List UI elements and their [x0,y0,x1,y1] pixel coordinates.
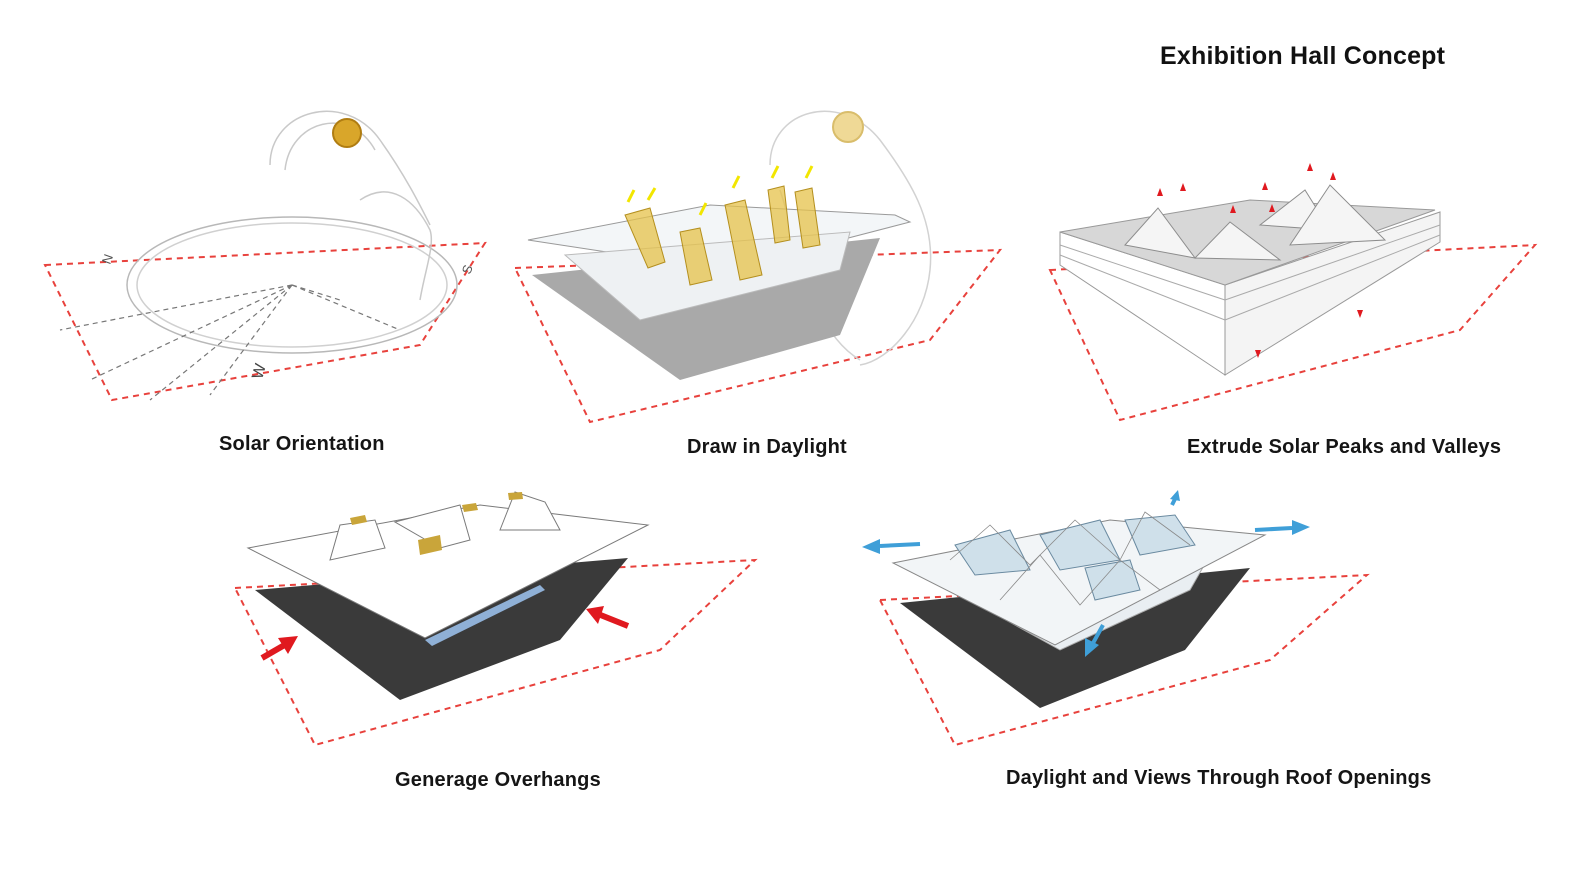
solar-peaks [1124,184,1387,261]
building-layers [1059,224,1441,321]
extrude-arrows [1157,163,1363,358]
site-outline [43,241,487,402]
sun-icon [332,118,362,148]
compass-west-label: W [249,361,270,381]
site-outline [233,558,758,747]
caption-solar-orientation: Solar Orientation [219,433,385,455]
roof-structure [949,511,1191,606]
light-shafts [624,185,821,286]
roof-peaks [329,491,561,561]
sun-icon [832,111,864,143]
glazing-strip [425,585,545,646]
caption-draw-in-daylight: Draw in Daylight [687,436,847,458]
sun-path-rays [59,284,401,401]
wind-arrows [260,606,630,661]
view-arrows [862,490,1310,657]
site-outline [878,573,1370,747]
solar-openings [350,492,523,555]
page-title: Exhibition Hall Concept [1160,42,1446,70]
sun-path-ellipse [126,216,458,354]
glass-openings [954,514,1196,601]
sun-arc [269,110,433,301]
caption-roof-openings: Daylight and Views Through Roof Openings [1006,767,1432,789]
caption-generate-overhangs: Generage Overhangs [395,769,601,791]
caption-extrude-peaks: Extrude Solar Peaks and Valleys [1187,436,1502,458]
sun-rays [626,165,814,216]
